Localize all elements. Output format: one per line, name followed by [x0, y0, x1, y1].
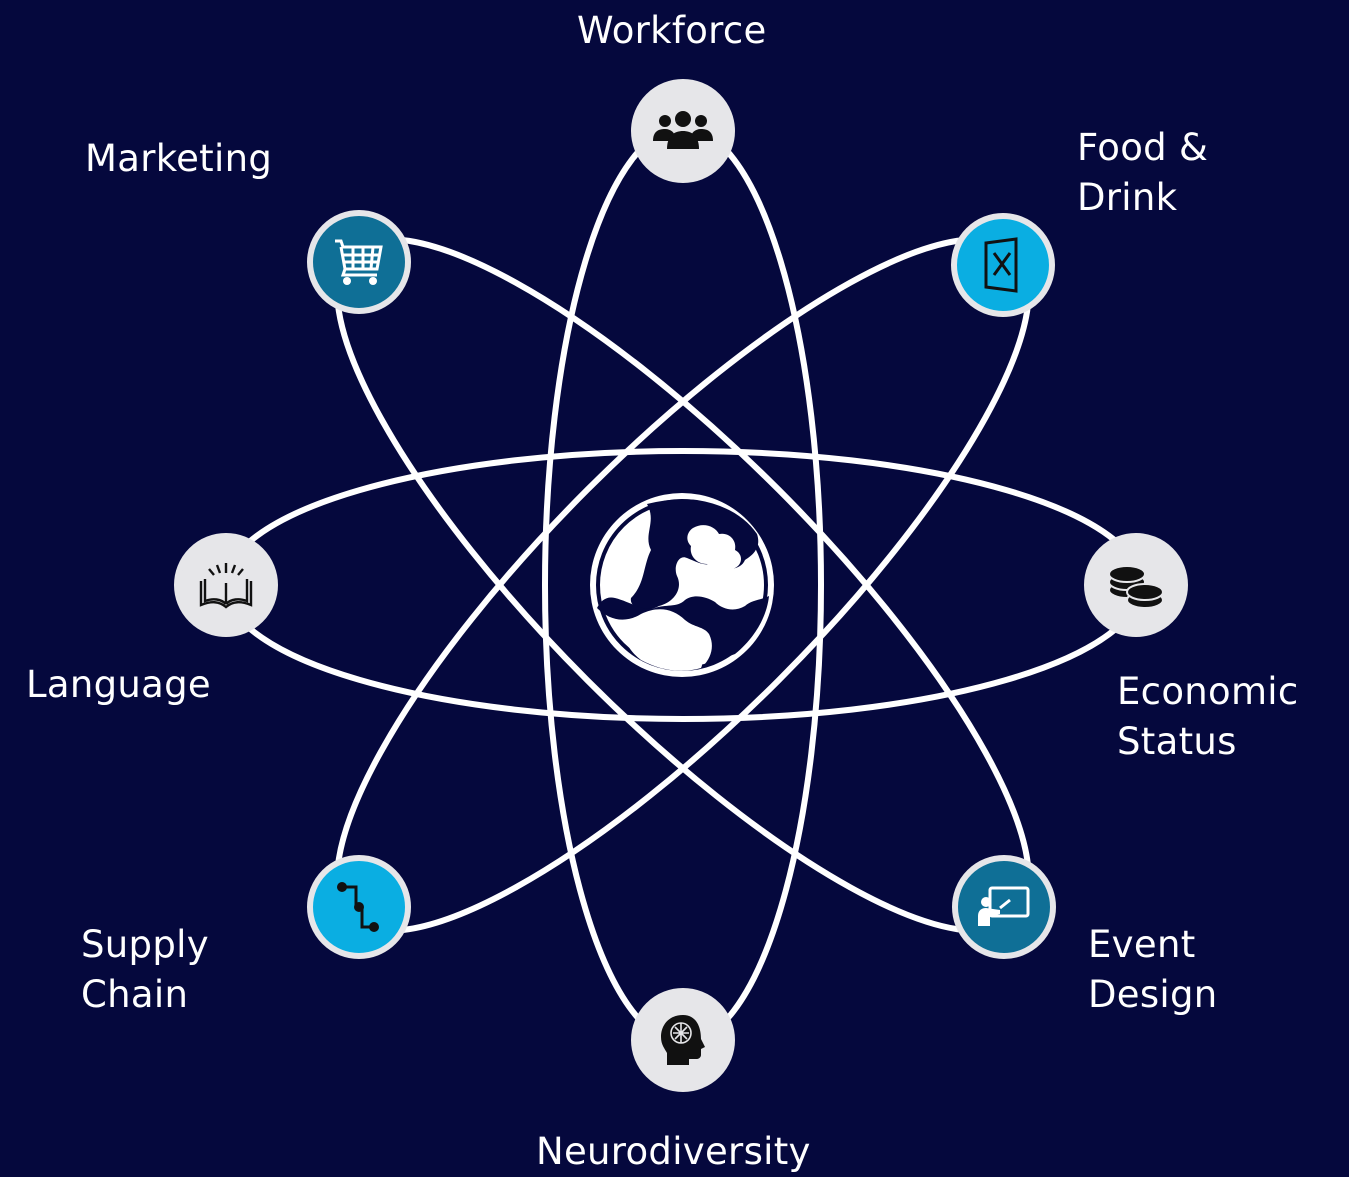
label-language: Language [26, 663, 211, 706]
coins-icon [1108, 565, 1164, 609]
shopping-cart-icon [335, 239, 383, 285]
label-workforce: Workforce [577, 9, 767, 52]
label-food-drink: Food & Drink [1077, 126, 1209, 219]
node-language[interactable] [174, 533, 278, 637]
label-marketing: Marketing [85, 137, 273, 180]
brain-head-icon [661, 1015, 705, 1065]
node-economic-status[interactable] [1084, 533, 1188, 637]
label-economic-status: Economic Status [1117, 670, 1299, 763]
label-event-design: Event Design [1088, 923, 1218, 1016]
node-event-design[interactable] [952, 855, 1056, 959]
flow-path-icon [337, 882, 379, 932]
label-supply-chain: Supply Chain [81, 923, 209, 1016]
node-marketing[interactable] [307, 210, 411, 314]
menu-utensils-icon [984, 237, 1018, 293]
globe-icon [590, 493, 774, 677]
presentation-icon [978, 886, 1030, 926]
node-supply-chain[interactable] [307, 855, 411, 959]
open-book-icon [199, 563, 253, 609]
node-food-drink[interactable] [951, 213, 1055, 317]
node-workforce[interactable] [631, 79, 735, 183]
node-neurodiversity[interactable] [631, 988, 735, 1092]
people-group-icon [653, 111, 713, 149]
label-neurodiversity: Neurodiversity [536, 1130, 811, 1173]
